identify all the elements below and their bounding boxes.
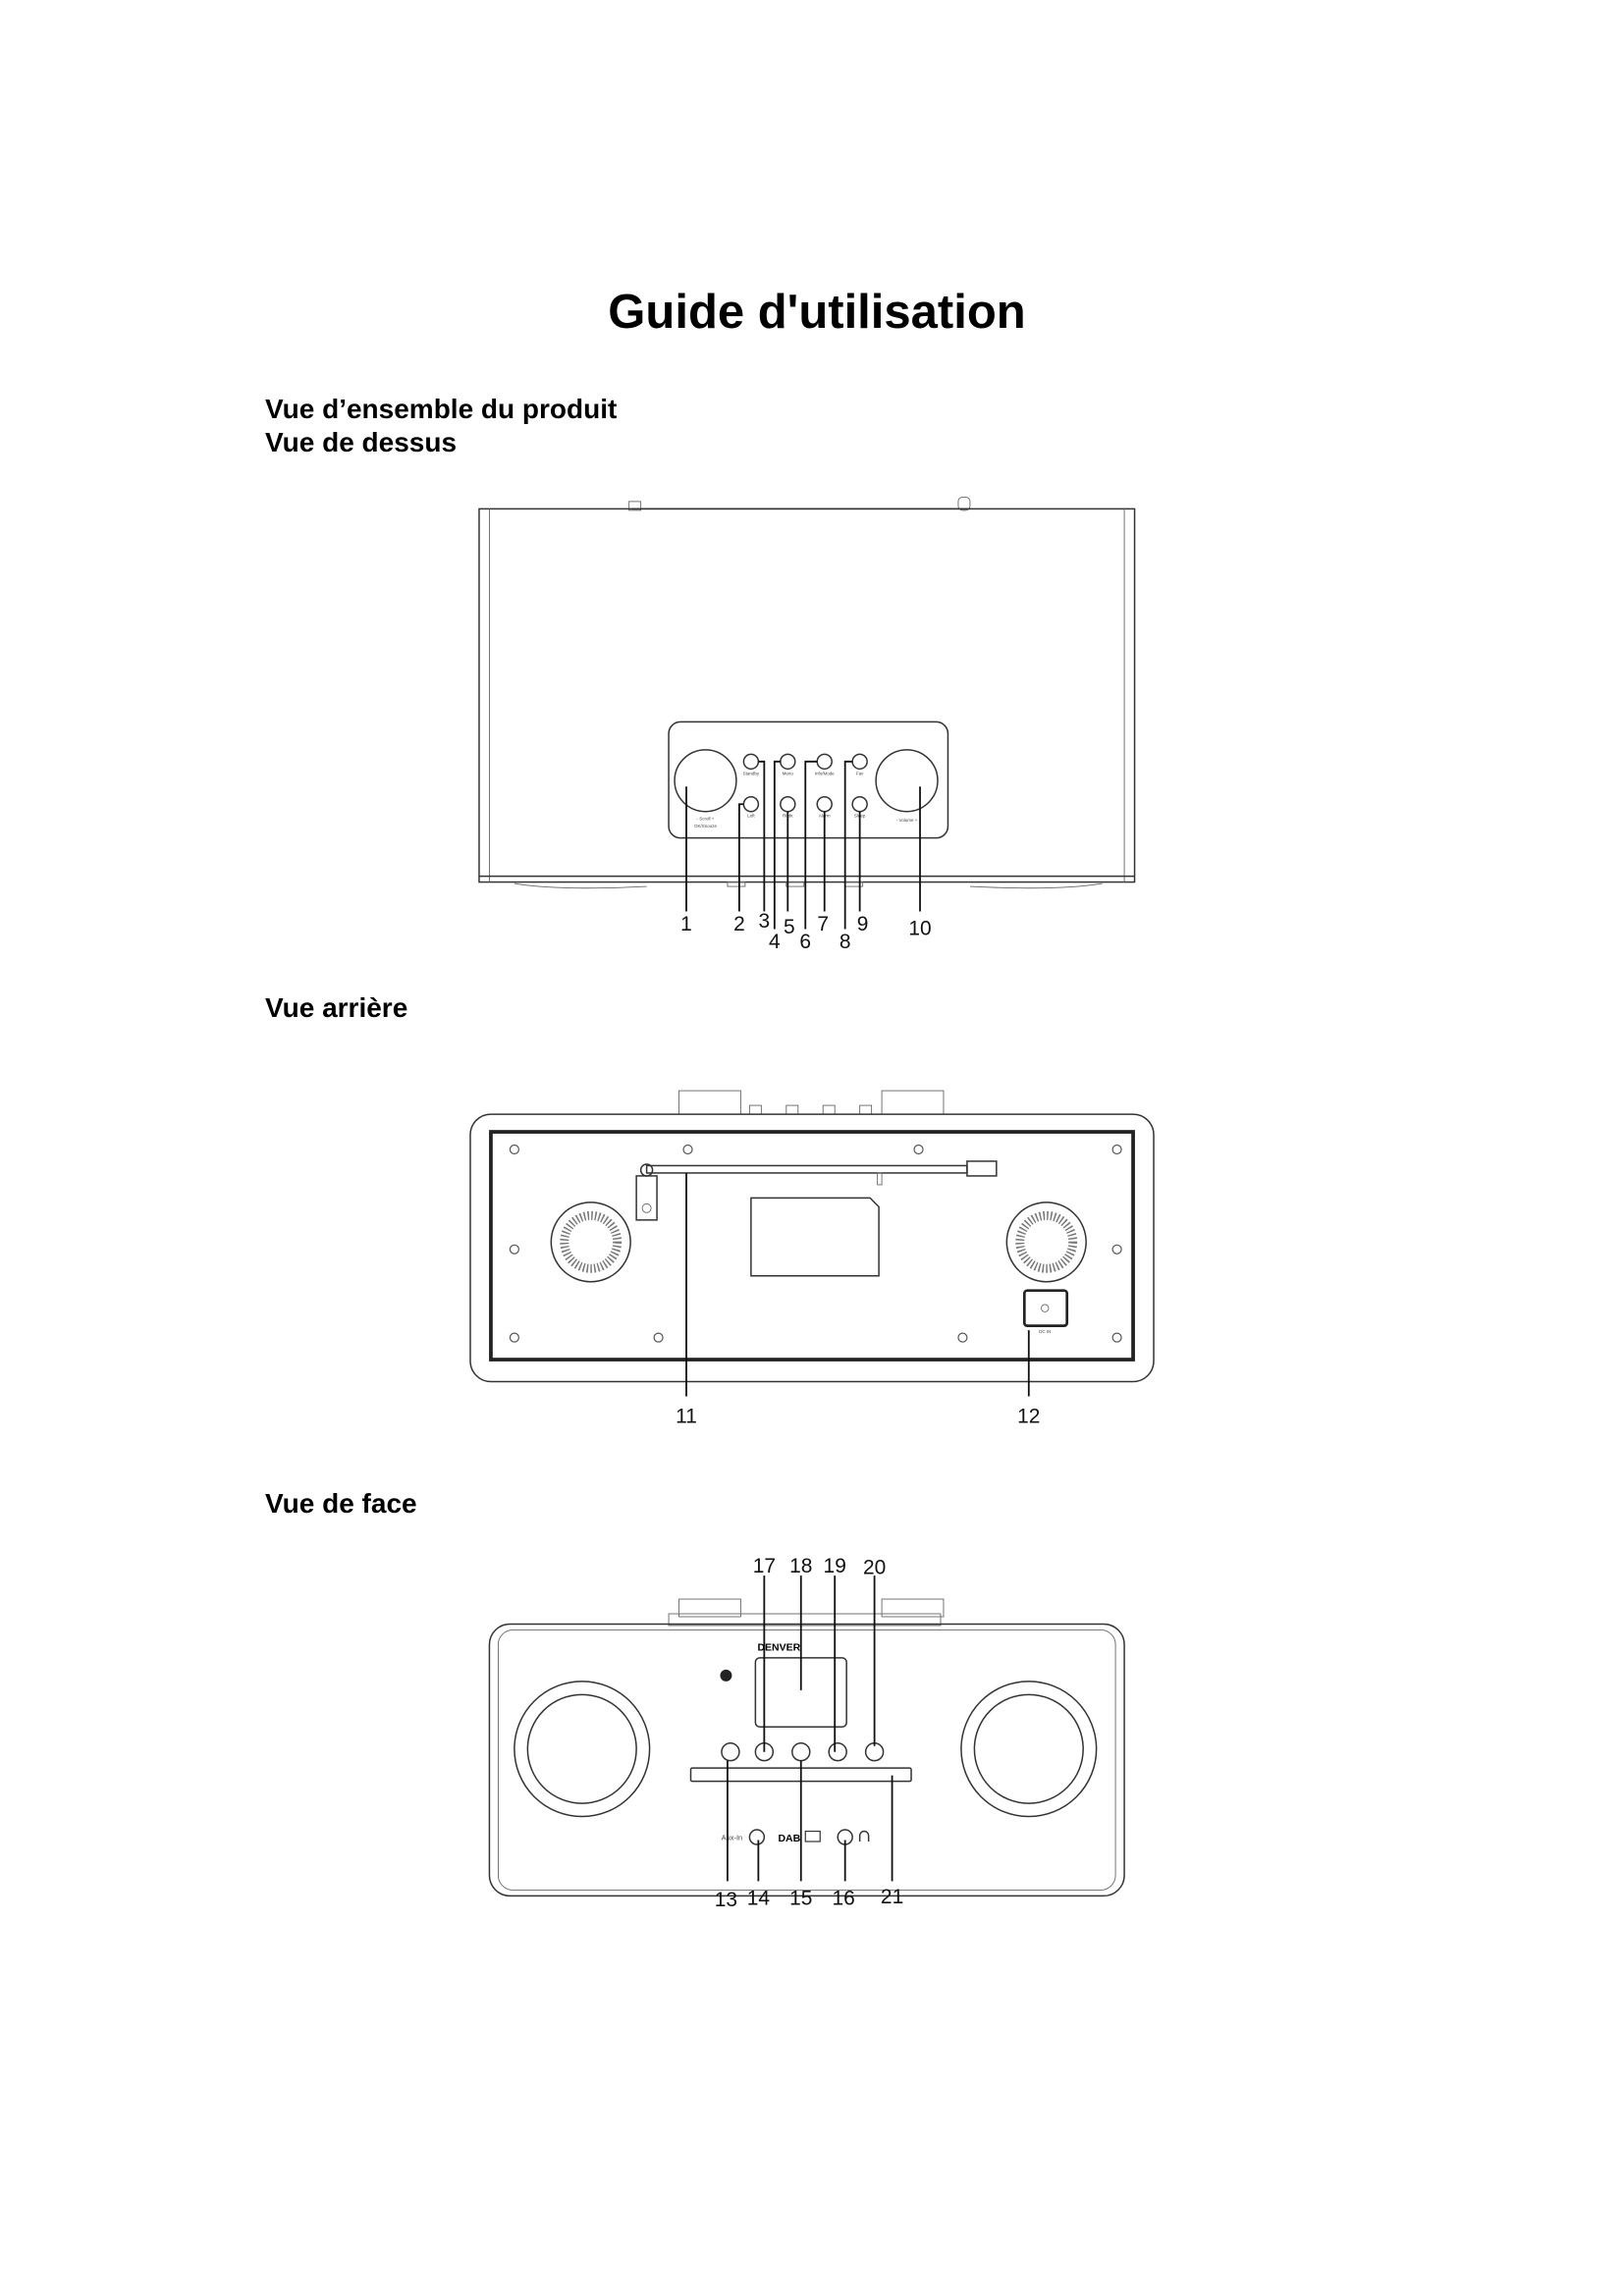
callout-18: 18	[789, 1555, 812, 1577]
callout-16: 16	[833, 1887, 855, 1909]
callout-15: 15	[789, 1887, 812, 1909]
callout-1: 1	[680, 913, 692, 935]
back-view-diagram: DC IN 11 12	[469, 1090, 1155, 1427]
label-menu: Menu	[783, 771, 794, 775]
label-left: Left	[747, 814, 755, 819]
dc-in-label: DC IN	[1039, 1329, 1051, 1334]
label-standby: Standby	[743, 771, 760, 775]
callout-9: 9	[857, 913, 869, 935]
section-heading-top-view: Vue de dessus	[265, 427, 458, 457]
sensor-grill-icon	[720, 1669, 732, 1682]
callout-5: 5	[784, 916, 795, 938]
callout-12: 12	[1017, 1405, 1040, 1427]
rear-speaker-right	[1005, 1201, 1087, 1283]
front-view-diagram: DENVER Aux-In DAB 17 18 19 20 13 14 15 1…	[488, 1555, 1125, 1911]
dab-plus-logo	[804, 1830, 821, 1842]
dc-in-jack	[1022, 1289, 1069, 1327]
label-scroll: - Scroll +	[697, 817, 715, 822]
callout-17: 17	[753, 1555, 776, 1577]
callout-4: 4	[769, 931, 781, 953]
callout-21: 21	[881, 1886, 903, 1908]
label-ok-snooze: OK/Snooze	[694, 824, 717, 828]
section-heading-overview: Vue d’ensemble du produit	[265, 394, 618, 424]
callout-14: 14	[747, 1887, 771, 1909]
dab-logo: DAB	[778, 1834, 800, 1844]
control-panel	[668, 721, 949, 839]
callout-2: 2	[733, 913, 745, 935]
callout-20: 20	[863, 1557, 886, 1579]
label-fav: Fav	[856, 771, 864, 775]
brand-logo: DENVER	[758, 1642, 801, 1653]
headphone-icon	[858, 1830, 870, 1842]
callout-8: 8	[839, 931, 851, 953]
label-plate	[750, 1197, 880, 1277]
callout-10: 10	[908, 917, 931, 939]
front-speaker-left	[514, 1681, 651, 1818]
screws	[509, 1144, 1122, 1343]
front-buttons	[721, 1741, 885, 1762]
callout-7: 7	[817, 913, 829, 935]
top-view-diagram: Standby Menu Info/Mode Fav Left Right Al…	[478, 496, 1136, 953]
section-heading-front-view: Vue de face	[265, 1488, 417, 1519]
scroll-knob	[674, 749, 737, 813]
antenna-icon	[635, 1160, 998, 1221]
front-speaker-right	[960, 1681, 1098, 1818]
label-info: Info/Mode	[815, 771, 835, 775]
page-title: Guide d'utilisation	[608, 286, 1026, 339]
callout-3: 3	[759, 910, 771, 933]
label-volume: - Volume +	[896, 818, 918, 823]
volume-knob	[875, 749, 939, 813]
callout-13: 13	[715, 1889, 737, 1911]
callout-6: 6	[799, 931, 811, 953]
section-heading-back-view: Vue arrière	[265, 992, 408, 1023]
rear-speaker-left	[550, 1201, 631, 1283]
aux-in-jack	[748, 1829, 766, 1845]
aux-in-label: Aux-In	[722, 1834, 743, 1842]
callout-19: 19	[824, 1555, 846, 1577]
callout-11: 11	[676, 1405, 697, 1427]
